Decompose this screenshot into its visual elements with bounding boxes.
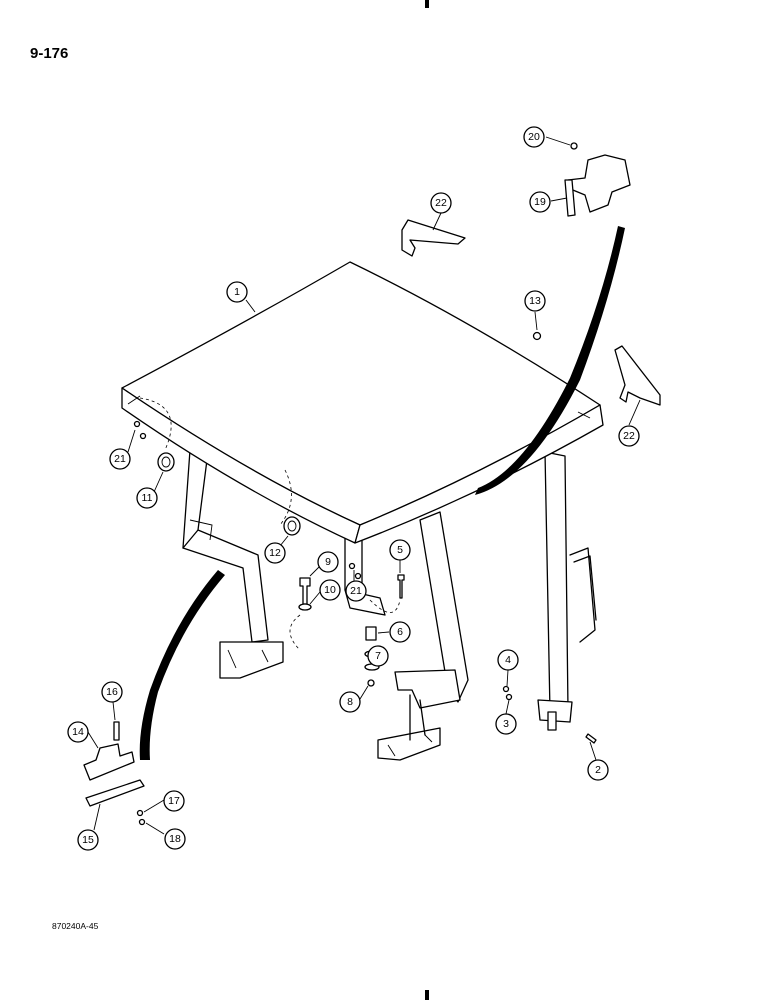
svg-text:17: 17: [168, 795, 180, 807]
callout-14: 14: [67, 721, 89, 743]
svg-text:11: 11: [142, 492, 153, 504]
svg-text:13: 13: [529, 295, 541, 307]
svg-text:20: 20: [528, 131, 540, 143]
nut-21-left-b: [139, 432, 147, 440]
center-mount-bracket: [344, 529, 386, 616]
callout-8: 8: [339, 691, 361, 713]
svg-text:19: 19: [534, 196, 546, 208]
callout-16: 16: [101, 681, 123, 703]
svg-text:22: 22: [435, 197, 447, 209]
bolt-9: [299, 577, 311, 605]
grommet-12: [283, 516, 301, 536]
nut-21-center-b: [354, 572, 362, 580]
front-left-post: [377, 511, 469, 761]
svg-text:7: 7: [375, 650, 381, 662]
svg-text:15: 15: [82, 834, 94, 846]
rod-22-right: [614, 345, 661, 406]
callout-1: 1: [226, 281, 248, 303]
crop-mark-bottom: [425, 990, 429, 1000]
callout-13: 13: [524, 290, 546, 312]
svg-text:6: 6: [397, 626, 403, 638]
callout-10: 10: [319, 579, 341, 601]
svg-text:1: 1: [234, 286, 240, 298]
callout-11: 11: [136, 487, 158, 509]
svg-text:21: 21: [114, 453, 126, 465]
callout-17: 17: [163, 790, 185, 812]
bracket-19: [567, 154, 631, 213]
svg-text:5: 5: [397, 544, 403, 556]
bolt-5: [397, 574, 405, 599]
svg-text:18: 18: [169, 833, 181, 845]
rod-22-upper: [401, 219, 466, 257]
front-right-post: [537, 451, 597, 731]
callout-9: 9: [317, 551, 339, 573]
dashed-lead-5: [369, 599, 401, 613]
crop-mark-top: [425, 0, 429, 8]
svg-text:14: 14: [72, 726, 84, 738]
callout-15: 15: [77, 829, 99, 851]
callout-21-left: 21: [109, 448, 131, 470]
nut-21-center-a: [348, 562, 356, 570]
svg-text:8: 8: [347, 696, 353, 708]
svg-text:10: 10: [324, 584, 336, 596]
harness-left-curve: [139, 570, 225, 760]
svg-text:12: 12: [269, 547, 281, 559]
bracket-19-flange: [564, 179, 576, 217]
svg-text:2: 2: [595, 764, 601, 776]
callout-18: 18: [164, 828, 186, 850]
callout-5: 5: [389, 539, 411, 561]
callout-22-upper: 22: [430, 192, 452, 214]
callout-4: 4: [497, 649, 519, 671]
dashed-lead-mount: [289, 614, 301, 651]
grab-handle: [569, 547, 597, 643]
nut-18: [138, 818, 146, 826]
callout-7: 7: [367, 645, 389, 667]
nut-8: [367, 679, 375, 687]
page-number: 9-176: [30, 45, 68, 62]
callout-12: 12: [264, 542, 286, 564]
washer-10: [298, 603, 312, 611]
bushing-6: [365, 626, 377, 641]
screw-16: [113, 721, 120, 741]
callout-6: 6: [389, 621, 411, 643]
svg-text:3: 3: [503, 718, 509, 730]
nut-21-left-a: [133, 420, 141, 428]
callouts: 1 2 3 4 5 6 7 8 9 10 11 12 13 14 15 16 1…: [67, 126, 640, 851]
leader-lines: [87, 136, 641, 835]
bolt-2: [585, 733, 597, 744]
callout-19: 19: [529, 191, 551, 213]
plate-15: [85, 779, 145, 807]
callout-20: 20: [523, 126, 545, 148]
washer-3: [505, 693, 513, 701]
svg-text:22: 22: [623, 430, 635, 442]
figure-reference: 870240A-45: [52, 921, 99, 931]
grommet-11: [157, 452, 175, 472]
svg-text:4: 4: [505, 654, 511, 666]
svg-text:9: 9: [325, 556, 331, 568]
svg-text:16: 16: [106, 686, 118, 698]
left-rear-post: [182, 449, 284, 679]
washer-17: [136, 809, 144, 817]
clip-14: [83, 743, 135, 781]
nut-13: [532, 331, 542, 341]
callout-2: 2: [587, 759, 609, 781]
nut-4: [502, 685, 510, 693]
svg-text:21: 21: [350, 585, 362, 597]
callout-22-right: 22: [618, 425, 640, 447]
dashed-lead-11: [139, 397, 172, 451]
callout-21-center: 21: [345, 580, 367, 602]
callout-3: 3: [495, 713, 517, 735]
screw-20: [570, 142, 578, 150]
